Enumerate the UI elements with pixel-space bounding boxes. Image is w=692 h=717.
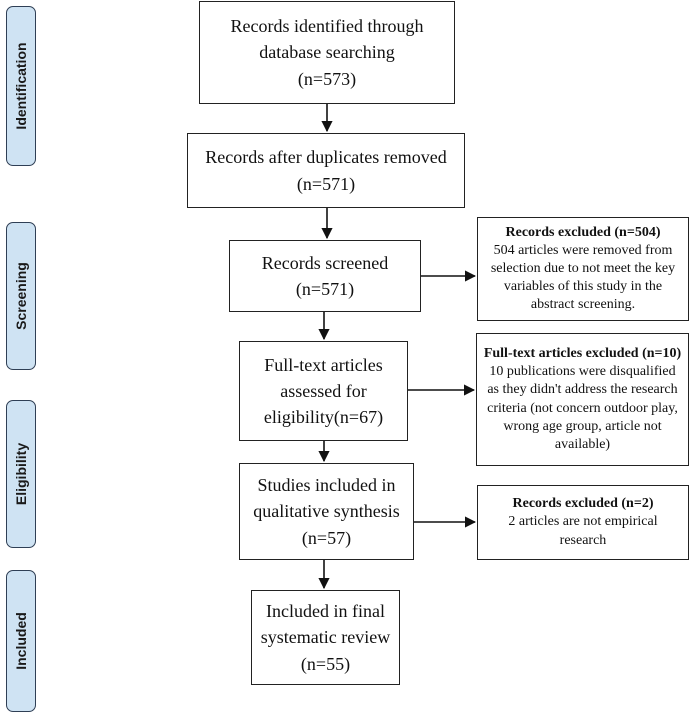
box-line: Records screened — [261, 252, 389, 273]
qualitative-exclusion-box: Records excluded (n=2) 2 articles are no… — [477, 485, 689, 560]
exclusion-title: Records excluded (n=504) — [505, 224, 661, 240]
box-line: systematic review — [260, 627, 391, 648]
box-line: eligibility(n=67) — [263, 407, 384, 428]
records-deduplicated-box: Records after duplicates removed (n=571) — [187, 133, 465, 208]
box-line: Records identified through — [230, 16, 424, 37]
exclusion-description: 504 articles were removed from selection… — [490, 242, 676, 313]
box-line: Full-text articles — [264, 354, 383, 375]
records-identified-box: Records identified through database sear… — [199, 1, 455, 104]
final-review-box: Included in final systematic review (n=5… — [251, 590, 400, 685]
phase-identification: Identification — [6, 6, 36, 166]
records-screened-box: Records screened (n=571) — [229, 240, 421, 312]
exclusion-title: Records excluded (n=2) — [512, 496, 654, 512]
box-line: Records after duplicates removed — [205, 147, 447, 168]
box-line: assessed for — [280, 380, 367, 401]
fulltext-assessed-box: Full-text articles assessed for eligibil… — [239, 341, 408, 441]
exclusion-description: 2 articles are not empirical research — [508, 514, 658, 548]
box-line: (n=573) — [297, 68, 357, 89]
fulltext-exclusion-box: Full-text articles excluded (n=10) 10 pu… — [476, 333, 689, 466]
box-line: (n=571) — [296, 173, 356, 194]
box-line: (n=55) — [300, 653, 351, 674]
qualitative-synthesis-box: Studies included in qualitative synthesi… — [239, 463, 414, 560]
phase-screening: Screening — [6, 222, 36, 370]
box-line: (n=571) — [295, 279, 355, 299]
box-line: database searching — [259, 42, 395, 63]
screening-exclusion-box: Records excluded (n=504) 504 articles we… — [477, 217, 689, 321]
phase-included: Included — [6, 570, 36, 712]
exclusion-description: 10 publications were disqualified as the… — [487, 364, 678, 452]
box-line: Studies included in — [257, 475, 396, 496]
exclusion-title: Full-text articles excluded (n=10) — [483, 345, 682, 361]
box-line: (n=57) — [301, 527, 352, 548]
phase-eligibility: Eligibility — [6, 400, 36, 548]
box-line: Included in final — [266, 601, 385, 622]
box-line: qualitative synthesis — [253, 501, 400, 522]
